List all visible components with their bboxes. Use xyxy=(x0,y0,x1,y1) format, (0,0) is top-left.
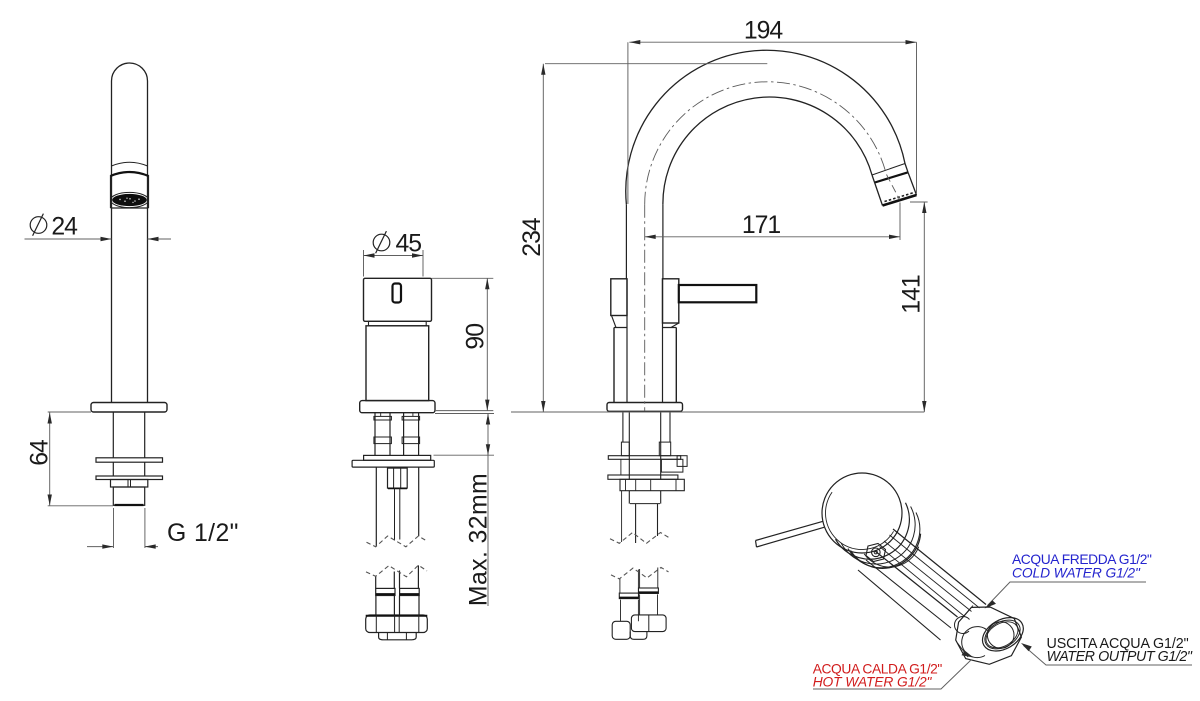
svg-text:234: 234 xyxy=(519,217,546,257)
svg-text:171: 171 xyxy=(742,212,781,239)
svg-text:WATER OUTPUT G1/2": WATER OUTPUT G1/2" xyxy=(1047,649,1193,665)
svg-text:ACQUA CALDA G1/2": ACQUA CALDA G1/2" xyxy=(813,662,943,677)
svg-text:HOT WATER G1/2": HOT WATER G1/2" xyxy=(813,675,933,690)
svg-text:64: 64 xyxy=(27,439,54,466)
svg-text:ACQUA FREDDA G1/2": ACQUA FREDDA G1/2" xyxy=(1012,552,1152,567)
svg-text:G 1/2": G 1/2" xyxy=(167,520,239,547)
svg-text:Max. 32mm: Max. 32mm xyxy=(466,473,493,606)
svg-text:45: 45 xyxy=(396,231,422,258)
svg-text:USCITA ACQUA G1/2": USCITA ACQUA G1/2" xyxy=(1047,636,1189,652)
svg-text:90: 90 xyxy=(462,324,489,350)
svg-text:24: 24 xyxy=(51,214,78,241)
svg-text:141: 141 xyxy=(899,275,926,314)
svg-text:COLD WATER G1/2": COLD WATER G1/2" xyxy=(1012,565,1141,580)
svg-text:194: 194 xyxy=(744,18,784,45)
